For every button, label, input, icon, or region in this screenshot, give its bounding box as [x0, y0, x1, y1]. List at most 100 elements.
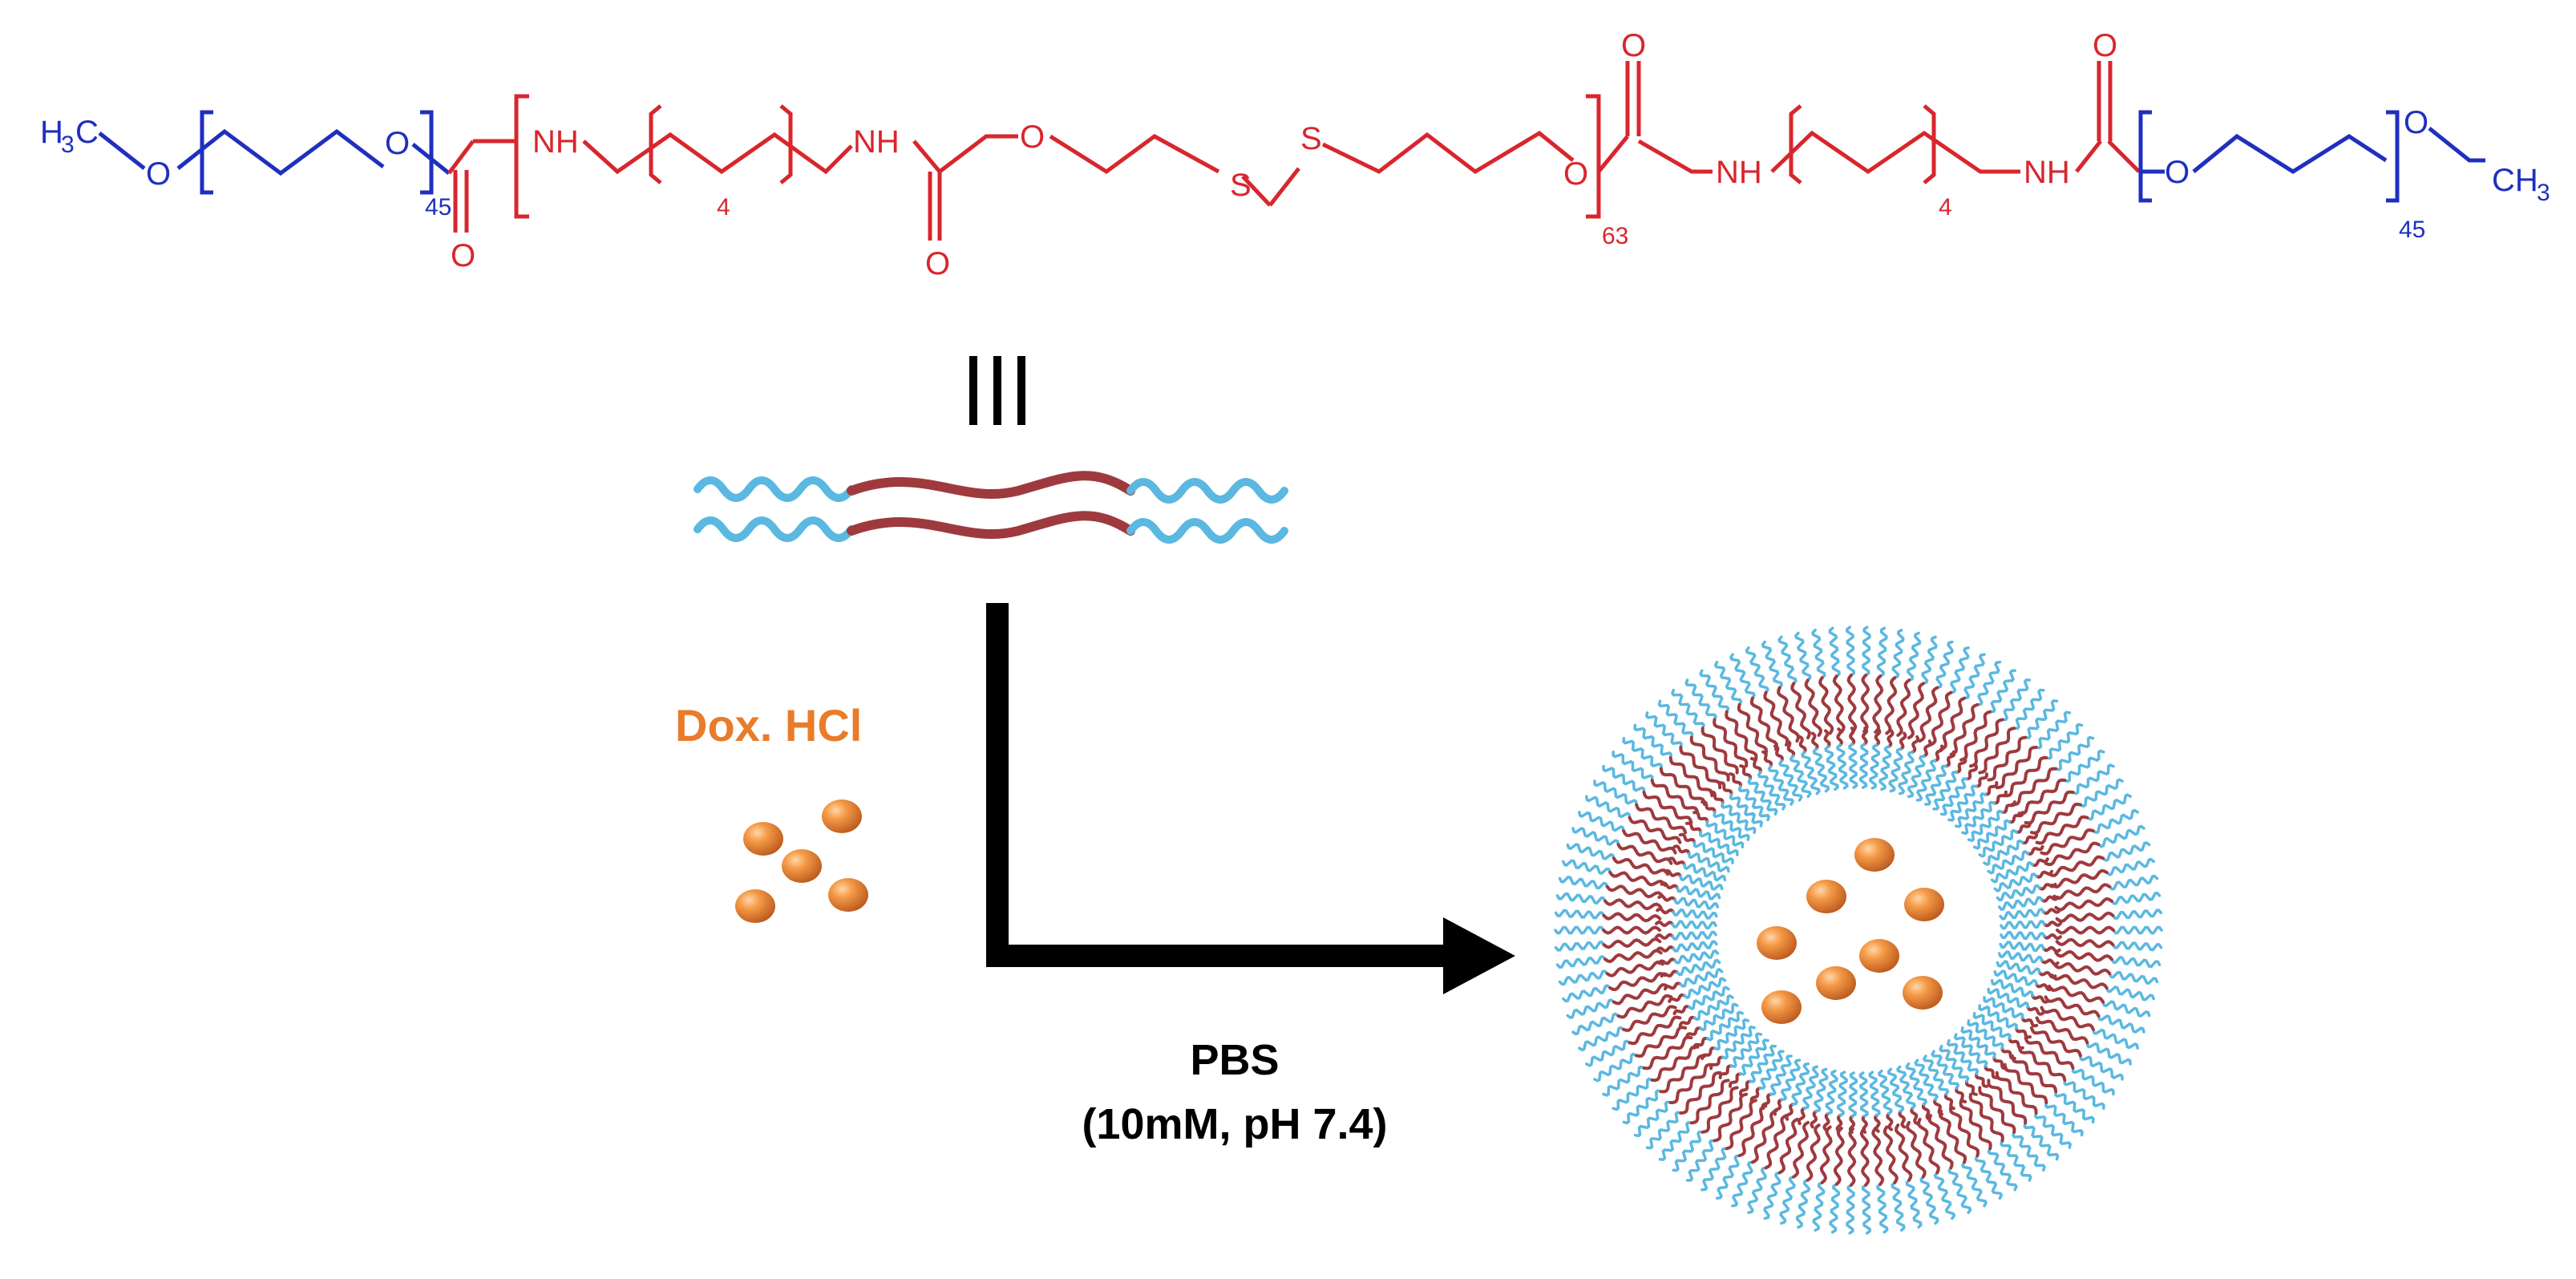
chemical-structure: H 3 C O O 45	[40, 28, 2550, 281]
core-chain	[1692, 810, 1709, 824]
core-chain	[1846, 1127, 1858, 1187]
ester-oxygen: O	[1020, 119, 1045, 155]
peg-chain	[2000, 930, 2046, 941]
peg-chain	[1812, 1181, 1826, 1232]
core-chain	[2011, 1054, 2058, 1094]
peg-chain	[1644, 711, 1683, 749]
core-chain	[1729, 1072, 1742, 1088]
core-chain	[1713, 718, 1749, 768]
core-chain	[1978, 727, 2016, 775]
core-chain	[1663, 868, 1682, 878]
core-chain	[1635, 803, 1688, 835]
peg-chain	[1676, 885, 1721, 901]
peg-right-oxygen: O	[2165, 155, 2190, 190]
peg-chain	[1566, 843, 1616, 860]
nh-label-3: NH	[1716, 155, 1762, 190]
drug-molecule	[1816, 966, 1856, 1000]
peg-chain	[2024, 699, 2059, 739]
peg-chain	[1862, 625, 1871, 677]
peg-chain	[1554, 940, 1606, 952]
core-chain	[1737, 702, 1769, 756]
drug-molecule	[1859, 939, 1899, 973]
core-chain	[1792, 1120, 1810, 1179]
peg-chain	[1767, 764, 1795, 806]
peg-chain	[1907, 755, 1926, 799]
peg-chain	[1924, 764, 1948, 806]
core-chain	[1655, 920, 1675, 928]
core-chain	[1872, 674, 1884, 734]
core-chain	[2044, 841, 2101, 866]
peg-chain	[2092, 1028, 2139, 1050]
peg-chain	[2105, 985, 2155, 1002]
peg-chain	[1983, 839, 2024, 867]
peg-right-repeat: 45	[2399, 217, 2425, 243]
sub3-right: 3	[2537, 180, 2550, 206]
core-chain	[1602, 937, 1662, 949]
core-chain	[2000, 1046, 2016, 1060]
drug-molecule	[1806, 880, 1846, 913]
peg-chain	[1812, 747, 1830, 793]
core-chain	[1944, 750, 1956, 768]
peg-chain	[1673, 949, 1720, 965]
peg-chain	[1683, 863, 1727, 882]
core-chain	[1906, 1120, 1927, 1179]
peg-chain	[1978, 1004, 2018, 1030]
carbonyl-oxygen-1: O	[451, 238, 475, 273]
core-chain	[1628, 816, 1682, 844]
core-chain	[1657, 894, 1677, 902]
peg-chain	[1699, 669, 1730, 714]
peg-chain	[1939, 1044, 1970, 1083]
core-chain	[1668, 993, 1686, 1003]
core-chain	[1948, 1104, 1980, 1158]
core-chain	[1859, 1127, 1870, 1187]
core-chain	[1933, 744, 1944, 763]
peg-chain	[1777, 759, 1803, 802]
peg-chain	[1811, 629, 1826, 679]
core-chain	[1874, 727, 1882, 747]
core-repeat: 63	[1602, 223, 1628, 249]
core-chain	[1750, 1109, 1777, 1164]
core-chain	[1612, 856, 1669, 876]
core-chain	[2041, 945, 2061, 953]
peg-chain	[1757, 771, 1786, 811]
sulfur-1: S	[1230, 168, 1252, 203]
peg-chain	[1983, 996, 2024, 1020]
core-chain	[2017, 778, 2067, 816]
peg-chain	[2079, 1054, 2124, 1081]
peg-chain	[2012, 1131, 2046, 1172]
peg-chain	[1672, 940, 1718, 953]
peg-chain	[2110, 891, 2161, 905]
core-chain	[2056, 925, 2115, 935]
peg-chain	[1915, 759, 1937, 802]
core-chain	[1933, 1098, 1943, 1116]
core-chain	[2054, 897, 2113, 912]
core-chain	[1602, 912, 1662, 923]
peg-chain	[1848, 1071, 1858, 1118]
core-chain	[1635, 1026, 1688, 1058]
peg-chain	[2112, 925, 2163, 935]
peg-chain	[2108, 970, 2159, 986]
core-chain	[1622, 829, 1677, 855]
core-chain	[1984, 781, 1999, 796]
peg-chain	[1993, 969, 2038, 986]
drug-molecule	[1903, 976, 1943, 1010]
peg-chain	[1622, 736, 1663, 771]
core-chain	[1725, 1099, 1757, 1151]
process-arrow	[986, 603, 1515, 994]
core-chain	[1823, 729, 1831, 749]
peg-chain	[1687, 986, 1730, 1011]
peg-strand-top-right	[1126, 478, 1288, 504]
core-chain	[1819, 1125, 1833, 1184]
peg-chain	[1763, 1171, 1781, 1220]
peg-chain	[1554, 909, 1606, 920]
peg-chain	[1745, 646, 1769, 694]
peg-chain	[1999, 908, 2045, 921]
core-chain	[1668, 756, 1714, 798]
core-chain	[1612, 983, 1669, 1006]
core-chain	[1859, 674, 1870, 734]
peg-left-oxygen: O	[385, 126, 410, 161]
core-chain	[1749, 757, 1762, 774]
core-chain	[1678, 832, 1696, 844]
peg-chain	[1729, 1032, 1763, 1069]
peg-chain	[1876, 1183, 1889, 1234]
